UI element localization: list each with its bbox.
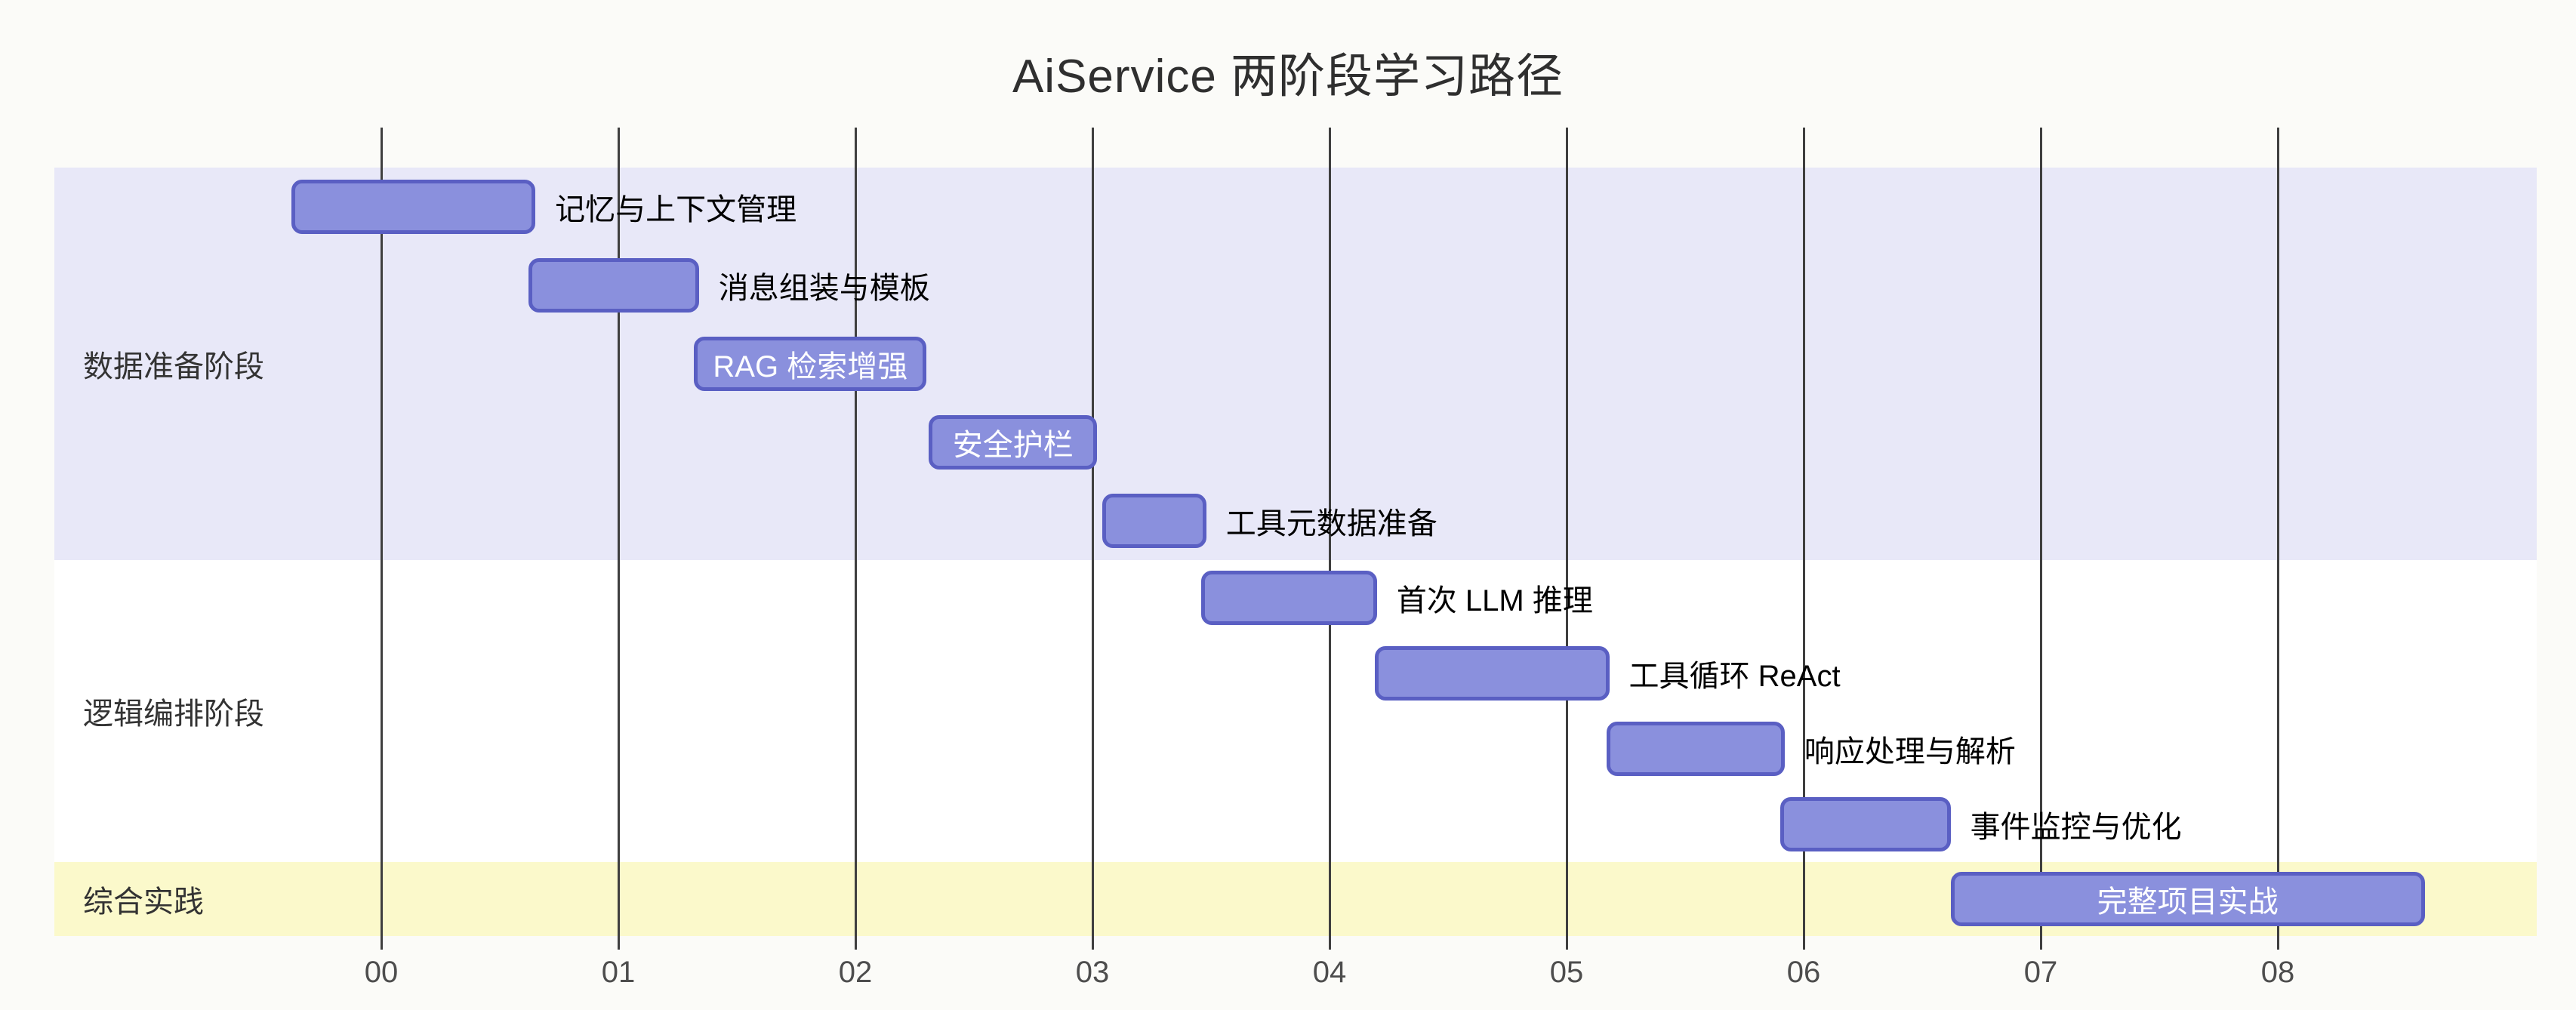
grid-line: [1802, 128, 1805, 950]
task-label: 响应处理与解析: [1804, 735, 2016, 768]
grid-line: [1091, 128, 1094, 950]
task-label: 工具循环 ReAct: [1628, 660, 1841, 693]
gantt-bar: [528, 258, 699, 313]
grid-line: [854, 128, 857, 950]
axis-tick-label: 05: [1549, 956, 1584, 989]
task-label: 记忆与上下文管理: [555, 193, 797, 226]
gantt-bar: [1607, 722, 1785, 776]
axis-tick-label: 01: [601, 956, 636, 989]
section-label: 综合实践: [83, 885, 204, 919]
axis-tick-label: 03: [1075, 956, 1110, 989]
axis-tick-label: 00: [364, 956, 399, 989]
gantt-bar: RAG 检索增强: [694, 337, 927, 391]
gantt-bar: [291, 180, 536, 234]
gantt-bar: 完整项目实战: [1950, 872, 2425, 926]
chart-title: AiService 两阶段学习路径: [1012, 51, 1564, 103]
axis-tick-label: 06: [1786, 956, 1821, 989]
grid-line: [617, 128, 620, 950]
grid-line: [1328, 128, 1331, 950]
task-label: 消息组装与模板: [718, 272, 930, 305]
gantt-bar: [1102, 494, 1206, 548]
grid-line: [380, 128, 383, 950]
task-label: 安全护栏: [952, 429, 1074, 462]
task-label: RAG 检索增强: [713, 350, 908, 383]
task-label: 工具元数据准备: [1225, 507, 1437, 540]
task-label: 事件监控与优化: [1970, 811, 2182, 844]
grid-line: [2039, 128, 2042, 950]
gantt-bar: [1374, 646, 1610, 701]
grid-line: [1565, 128, 1568, 950]
task-label: 首次 LLM 推理: [1396, 584, 1593, 617]
axis-tick-label: 02: [838, 956, 873, 989]
axis-tick-label: 04: [1312, 956, 1347, 989]
task-label: 完整项目实战: [2097, 885, 2279, 919]
gantt-bar: 安全护栏: [929, 415, 1098, 470]
gantt-bar: [1779, 797, 1951, 851]
section-label: 数据准备阶段: [83, 350, 264, 383]
gantt-bar: [1201, 571, 1377, 625]
grid-line: [2276, 128, 2279, 950]
axis-tick-label: 07: [2023, 956, 2058, 989]
axis-tick-label: 08: [2260, 956, 2295, 989]
section-label: 逻辑编排阶段: [83, 697, 264, 731]
